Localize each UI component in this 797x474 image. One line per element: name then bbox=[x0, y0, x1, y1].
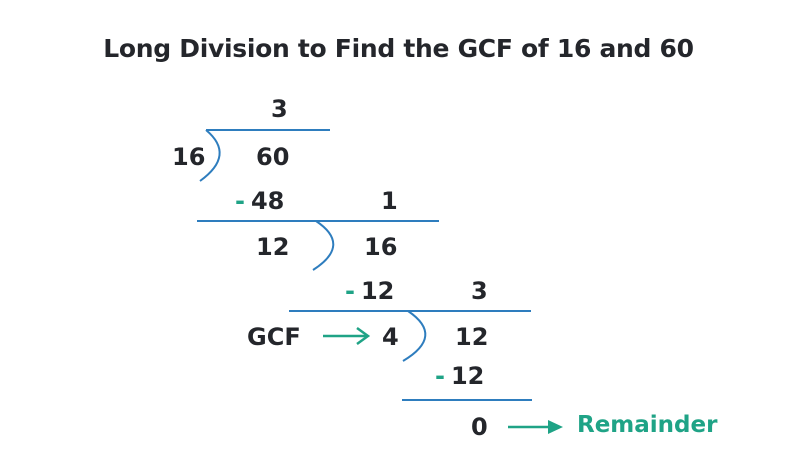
divisor-3: 4 bbox=[382, 323, 399, 351]
subtract-2: -12 bbox=[345, 277, 395, 305]
dividend-2: 16 bbox=[364, 233, 398, 261]
subtract-3: -12 bbox=[435, 362, 485, 390]
dividend-3: 12 bbox=[455, 323, 489, 351]
gcf-label: GCF bbox=[247, 323, 301, 351]
division-line-1 bbox=[206, 129, 330, 131]
dividend-1: 60 bbox=[256, 143, 290, 171]
page-title: Long Division to Find the GCF of 16 and … bbox=[103, 34, 694, 63]
division-line-4 bbox=[402, 399, 532, 401]
quotient-3: 3 bbox=[471, 277, 488, 305]
division-line-2 bbox=[197, 220, 439, 222]
division-line-3 bbox=[289, 310, 531, 312]
quotient-2: 1 bbox=[381, 187, 398, 215]
divisor-1: 16 bbox=[172, 143, 206, 171]
final-remainder: 0 bbox=[471, 413, 488, 441]
remainder-label: Remainder bbox=[577, 412, 718, 438]
divisor-2: 12 bbox=[256, 233, 290, 261]
quotient-1: 3 bbox=[271, 95, 288, 123]
subtract-1: -48 bbox=[235, 187, 285, 215]
